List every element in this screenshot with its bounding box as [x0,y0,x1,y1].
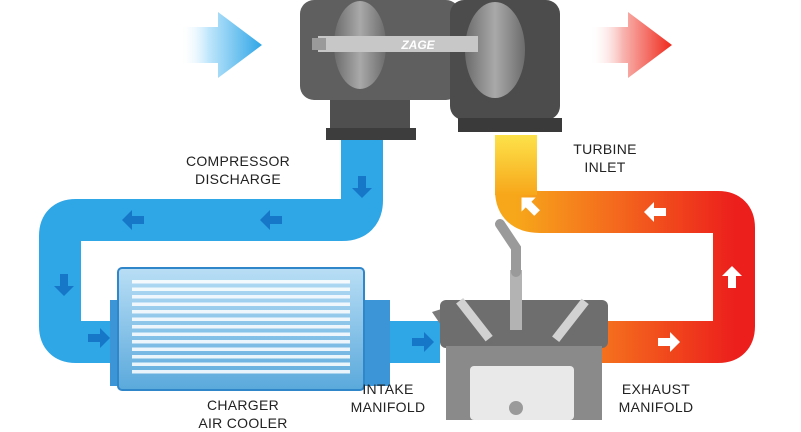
fuel-line [495,219,521,277]
turbine-wheel [465,2,525,98]
cooler-fin [132,317,350,321]
label-exhaust-manifold: EXHAUST MANIFOLD [604,380,708,416]
flow-direction-arrow-icon [722,266,742,288]
cooler-fins [132,280,350,374]
outflow-arrow-icon [590,12,672,78]
label-exhaust-manifold-line1: EXHAUST [621,381,691,397]
exhaust-valve [552,298,589,342]
label-exhaust-manifold-line2: MANIFOLD [618,399,694,415]
flow-direction-arrow-icon [412,332,434,352]
label-compressor-discharge-line1: COMPRESSOR [185,153,291,169]
flow-direction-arrow-icon [88,328,110,348]
flow-direction-arrow-icon [54,274,74,296]
cooler-fin [132,310,350,314]
cooler-fin [132,325,350,329]
label-compressor-discharge-line2: DISCHARGE [195,171,281,187]
label-compressor-discharge: COMPRESSOR DISCHARGE [174,152,302,188]
cooler-fin [132,340,350,344]
compressor-flange [326,128,416,140]
compressor-outlet [330,100,410,132]
cold-air-pipe [39,140,383,363]
flow-direction-arrow-icon [260,210,282,230]
inflow-arrow-icon [180,12,262,78]
cooler-fin [132,347,350,351]
nut [312,38,326,50]
label-charge-air-cooler-line2: AIR COOLER [198,415,288,431]
flow-direction-arrow-icon [352,176,372,198]
label-turbine-inlet-line1: TURBINE [573,141,637,157]
label-intake-manifold-line2: MANIFOLD [350,399,426,415]
hot-exhaust-pipe [495,140,755,363]
cooler-fin [132,295,350,299]
charge-air-cooler [110,267,390,391]
shaft [318,36,478,52]
flow-direction-arrow-icon [658,332,680,352]
flow-arrows [54,176,742,352]
intake-valve [456,298,493,342]
flow-direction-arrow-icon [521,197,540,216]
label-turbine-inlet-line2: INLET [584,159,626,175]
cooler-fin [132,370,350,374]
label-charge-air-cooler-line1: CHARGER [206,397,280,413]
injector [510,270,522,330]
cooler-fin [132,287,350,291]
flow-direction-arrow-icon [644,202,666,222]
brand-logo: ZAGE [400,38,435,52]
cooler-fin [132,280,350,284]
label-intake-manifold: INTAKE MANIFOLD [338,380,438,416]
turbine-flange [458,118,562,132]
turbine-inlet-flange [495,135,537,195]
cooler-fin [132,355,350,359]
flow-direction-arrow-icon [122,210,144,230]
wrist-pin [509,401,523,415]
label-turbine-inlet: TURBINE INLET [560,140,650,176]
label-intake-manifold-line1: INTAKE [362,381,414,397]
label-charge-air-cooler: CHARGER AIR COOLER [178,396,308,432]
cooler-fin [132,302,350,306]
piston [470,366,574,420]
turbo-flow-diagram: ZAGE [39,0,755,420]
cooler-fin [132,362,350,366]
turbocharger: ZAGE [300,0,562,140]
engine [432,219,608,420]
cooler-fin [132,332,350,336]
